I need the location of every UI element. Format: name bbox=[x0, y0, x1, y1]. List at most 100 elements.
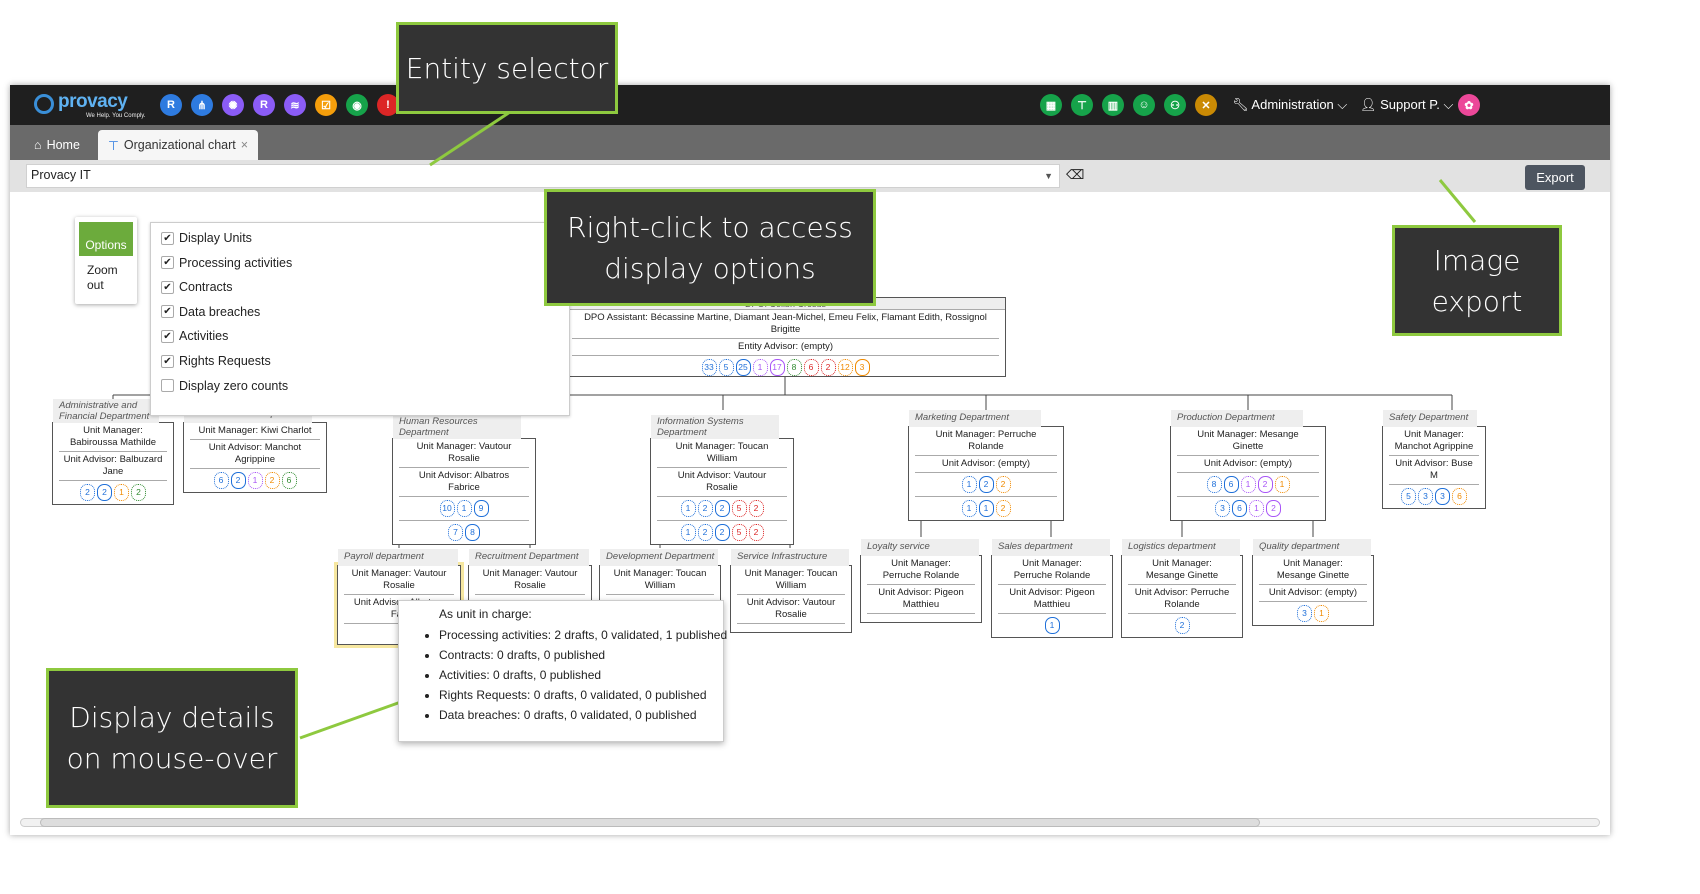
count-badge[interactable]: 6 bbox=[1223, 476, 1239, 493]
count-badge[interactable]: 1 bbox=[680, 500, 696, 517]
count-badge[interactable]: 1 bbox=[456, 500, 472, 517]
count-badge[interactable]: 2 bbox=[748, 524, 764, 541]
count-badge[interactable]: 8 bbox=[786, 359, 802, 376]
count-badge[interactable]: 2 bbox=[714, 524, 730, 541]
display-option-contracts[interactable]: ✔Contracts bbox=[161, 278, 233, 296]
count-badge[interactable]: 2 bbox=[995, 500, 1011, 517]
checkbox[interactable]: ✔ bbox=[161, 256, 174, 270]
gear-flower-icon[interactable]: ✺ bbox=[222, 94, 244, 116]
count-badge[interactable]: 5 bbox=[731, 524, 747, 541]
count-badge[interactable]: 3 bbox=[854, 359, 870, 376]
root-entity-node[interactable]: DPO: Colibri Crésus DPO Assistant: Bécas… bbox=[565, 297, 1006, 377]
count-badge[interactable]: 1 bbox=[1044, 617, 1060, 634]
horizontal-scrollbar[interactable] bbox=[20, 815, 1600, 829]
count-badge[interactable]: 6 bbox=[803, 359, 819, 376]
count-badge[interactable]: 1 bbox=[680, 524, 696, 541]
tools-icon[interactable]: ✕ bbox=[1195, 94, 1217, 116]
count-badge[interactable]: 2 bbox=[995, 476, 1011, 493]
count-badge[interactable]: 1 bbox=[961, 476, 977, 493]
team-icon[interactable]: ☺ bbox=[1133, 94, 1155, 116]
count-badge[interactable]: 5 bbox=[718, 359, 734, 376]
checkbox[interactable]: ✔ bbox=[161, 305, 174, 319]
people-icon[interactable]: ⚇ bbox=[1164, 94, 1186, 116]
display-option-display-zero-counts[interactable]: Display zero counts bbox=[161, 377, 288, 395]
count-badge[interactable]: 1 bbox=[978, 500, 994, 517]
checklist-icon[interactable]: ☑ bbox=[315, 94, 337, 116]
count-badge[interactable]: 2 bbox=[1257, 476, 1273, 493]
count-badge[interactable]: 10 bbox=[439, 500, 455, 517]
r-purple-icon[interactable]: R bbox=[253, 94, 275, 116]
export-button[interactable]: Export bbox=[1525, 165, 1585, 190]
count-badge[interactable]: 6 bbox=[213, 472, 229, 489]
count-badge[interactable]: 7 bbox=[448, 524, 463, 541]
count-badge[interactable]: 2 bbox=[1174, 617, 1190, 634]
network-icon[interactable]: ⋔ bbox=[191, 94, 213, 116]
count-badge[interactable]: 2 bbox=[748, 500, 764, 517]
checkbox[interactable]: ✔ bbox=[161, 280, 174, 294]
count-badge[interactable]: 2 bbox=[697, 524, 713, 541]
handshake-icon[interactable]: ≋ bbox=[284, 94, 306, 116]
count-badge[interactable]: 1 bbox=[961, 500, 977, 517]
display-option-activities[interactable]: ✔Activities bbox=[161, 327, 228, 345]
administration-menu[interactable]: 🔧︎ Administration ⌵ bbox=[1232, 97, 1347, 113]
count-badge[interactable]: 9 bbox=[473, 500, 489, 517]
count-badge[interactable]: 2 bbox=[978, 476, 994, 493]
count-badge[interactable]: 2 bbox=[697, 500, 713, 517]
count-badge[interactable]: 6 bbox=[1232, 500, 1247, 517]
count-badge[interactable]: 17 bbox=[769, 359, 785, 376]
count-badge[interactable]: 8 bbox=[465, 524, 480, 541]
checkbox[interactable] bbox=[161, 379, 174, 393]
count-badge[interactable]: 2 bbox=[820, 359, 836, 376]
count-badge[interactable]: 1 bbox=[1314, 605, 1329, 622]
eraser-icon[interactable]: ⌫ bbox=[1066, 167, 1085, 182]
count-badge[interactable]: 2 bbox=[230, 472, 246, 489]
count-badge[interactable]: 25 bbox=[735, 359, 751, 376]
tab-home[interactable]: ⌂ Home bbox=[24, 130, 90, 160]
count-badge[interactable]: 1 bbox=[247, 472, 263, 489]
count-badge[interactable]: 3 bbox=[1297, 605, 1312, 622]
display-option-data-breaches[interactable]: ✔Data breaches bbox=[161, 303, 260, 321]
count-badge[interactable]: 12 bbox=[837, 359, 853, 376]
count-badge[interactable]: 1 bbox=[114, 484, 129, 501]
count-badge[interactable]: 2 bbox=[264, 472, 280, 489]
count-badge[interactable]: 1 bbox=[1240, 476, 1256, 493]
display-option-rights-requests[interactable]: ✔Rights Requests bbox=[161, 352, 271, 370]
close-icon[interactable]: × bbox=[240, 138, 249, 152]
buildings-icon[interactable]: ▥ bbox=[1102, 94, 1124, 116]
user-badge-icon[interactable]: ◉ bbox=[346, 94, 368, 116]
count-badge[interactable]: 1 bbox=[1249, 500, 1264, 517]
count-badge[interactable]: 5 bbox=[1401, 488, 1416, 505]
display-option-processing-activities[interactable]: ✔Processing activities bbox=[161, 254, 292, 272]
entity-selector[interactable]: Provacy IT ▼ bbox=[26, 164, 1060, 188]
avatar[interactable]: ✿ bbox=[1458, 94, 1480, 116]
tab-organizational-chart[interactable]: ⊤ Organizational chart × bbox=[98, 130, 259, 160]
count-badge[interactable]: 1 bbox=[1274, 476, 1290, 493]
count-badge[interactable]: 2 bbox=[80, 484, 95, 501]
count-badge[interactable]: 6 bbox=[1452, 488, 1467, 505]
scrollbar-thumb[interactable] bbox=[40, 818, 1260, 827]
count-badge[interactable]: 2 bbox=[97, 484, 112, 501]
checkbox[interactable]: ✔ bbox=[161, 354, 174, 368]
user-menu[interactable]: 👤︎ Support P. ⌵ bbox=[1360, 97, 1453, 113]
count-badge[interactable]: 5 bbox=[731, 500, 747, 517]
checkbox[interactable]: ✔ bbox=[161, 231, 174, 245]
r-icon[interactable]: R bbox=[160, 94, 182, 116]
count-badge[interactable]: 3 bbox=[1418, 488, 1433, 505]
zoom-out-button[interactable]: Zoom out bbox=[87, 263, 118, 292]
org-icon[interactable]: ⊤ bbox=[1071, 94, 1093, 116]
count-badge[interactable]: 3 bbox=[1215, 500, 1230, 517]
count-badge[interactable]: 2 bbox=[131, 484, 146, 501]
